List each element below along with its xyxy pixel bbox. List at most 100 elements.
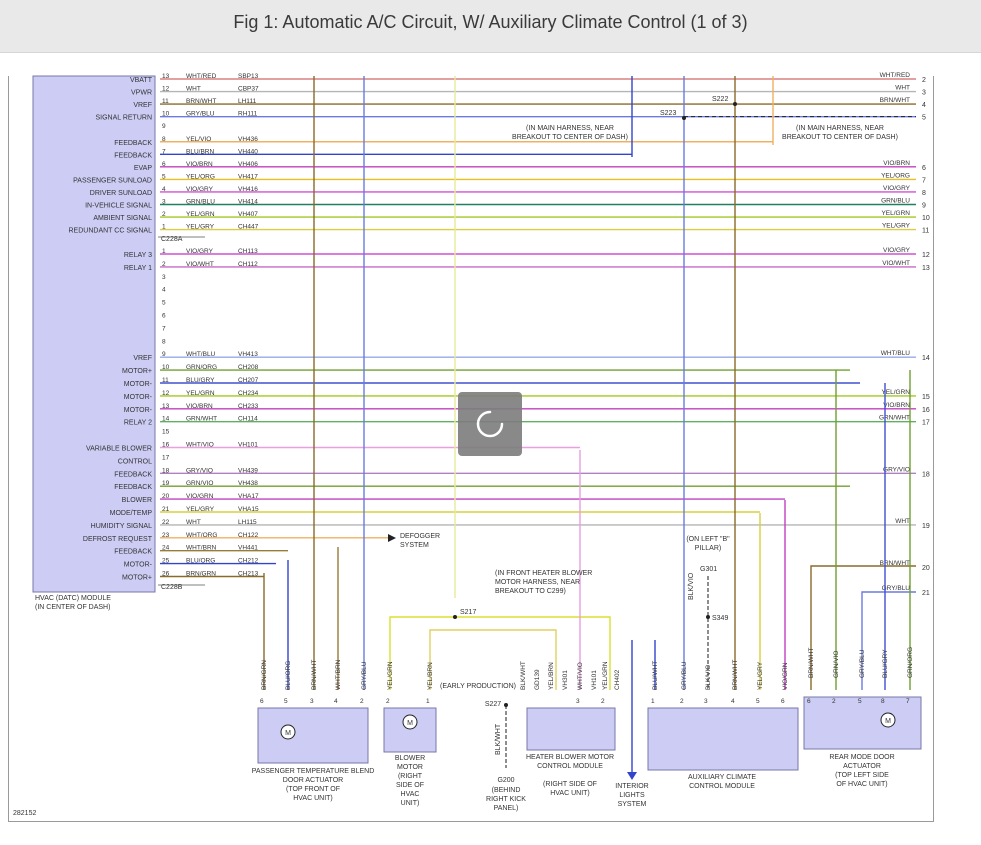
- pin-number: 11: [162, 98, 169, 105]
- right-connector-number: 5: [922, 115, 926, 122]
- circuit-label: VH101: [238, 442, 258, 449]
- pin-label: HUMIDITY SIGNAL: [91, 523, 152, 530]
- hbm-wire-color: VH101: [591, 670, 598, 690]
- hbm-name: HEATER BLOWER MOTOR: [526, 754, 614, 761]
- right-wire-color: VIO/WHT: [882, 260, 910, 267]
- circuit-label: VHA17: [238, 493, 259, 500]
- hbm-wire-color: GD139: [534, 669, 541, 690]
- pin-number: 7: [162, 148, 166, 155]
- right-wire-color: WHT: [895, 85, 910, 92]
- wire-color-label: BLU/BRN: [186, 148, 214, 155]
- wire-color-label: YEL/GRY: [186, 224, 215, 231]
- right-connector-number: 13: [922, 265, 930, 272]
- right-connector-number: 4: [922, 102, 926, 109]
- splice-dot-s217: [453, 615, 457, 619]
- pin-label: VARIABLE BLOWER: [86, 446, 152, 453]
- spinner-icon: [476, 410, 504, 438]
- splice-note-s217: (IN FRONT HEATER BLOWER: [495, 570, 592, 577]
- rear-actuator-box: [803, 696, 922, 750]
- blower-motor-box: [383, 707, 437, 753]
- hbm-wire-color: WHT/VIO: [577, 662, 584, 690]
- wire-color-label: VIO/BRN: [186, 403, 213, 410]
- right-wire-color: BRN/WHT: [880, 97, 910, 104]
- defogger-arrow: [388, 534, 396, 542]
- rear-actuator-name: ACTUATOR: [843, 763, 881, 770]
- wire-color-label: YEL/VIO: [186, 136, 211, 143]
- wire-yel-grn-blower: [389, 616, 611, 690]
- pin-number: 23: [162, 532, 170, 539]
- wire-color-label: GRN/WHT: [186, 416, 217, 423]
- ground-note-g200: PANEL): [494, 805, 519, 812]
- blower-name: MOTOR: [397, 764, 423, 771]
- arrow-interior-lights: [627, 772, 637, 780]
- hvac-module-name: HVAC (DATC) MODULE: [35, 595, 111, 602]
- blower-motor-icon: [402, 714, 418, 730]
- hbm-wire-pin: 3: [576, 698, 580, 705]
- wire-color-label: GRY/BLU: [186, 111, 215, 118]
- circuit-label: CH122: [238, 532, 259, 539]
- pin-number: 25: [162, 558, 170, 565]
- ptbd-wire-pin: 3: [310, 698, 314, 705]
- pin-label: MOTOR-: [124, 407, 153, 414]
- pin-number: 5: [162, 173, 166, 180]
- circuit-label: RH111: [238, 111, 258, 118]
- wire-color-label: VIO/GRN: [186, 493, 214, 500]
- loading-spinner-button[interactable]: [458, 392, 522, 456]
- splice-dot-s222: [733, 102, 737, 106]
- pin-number: 7: [162, 325, 166, 332]
- rear-wire-pin: 2: [832, 698, 836, 705]
- pin-number: 18: [162, 467, 170, 474]
- splice-dot-s227: [504, 703, 508, 707]
- aux-wire-pin: 2: [680, 698, 684, 705]
- circuit-label: VH438: [238, 480, 258, 487]
- pin-number: 1: [162, 248, 166, 255]
- rear-wire-color: BRN/WHT: [808, 648, 815, 678]
- wire-color-label: GRN/VIO: [186, 480, 213, 487]
- pin-label: FEEDBACK: [114, 152, 152, 159]
- wire-color-label: VIO/GRY: [186, 248, 214, 255]
- circuit-label: VH440: [238, 148, 258, 155]
- wire-color-label: GRN/ORG: [186, 364, 217, 371]
- blower-location: (RIGHT: [398, 773, 423, 780]
- pin-label: FEEDBACK: [114, 140, 152, 147]
- splice-note-s223: (IN MAIN HARNESS, NEAR: [526, 125, 614, 132]
- right-wire-color: GRY/VIO: [883, 466, 910, 473]
- pin-number: 2: [162, 261, 166, 268]
- interior-lights-name: SYSTEM: [618, 801, 647, 808]
- pin-number: 10: [162, 364, 170, 371]
- pin-label: RELAY 2: [124, 420, 152, 427]
- aux-wire-pin: 3: [704, 698, 708, 705]
- ground-note-g301: (ON LEFT "B": [686, 536, 730, 543]
- aux-wire-pin: 1: [651, 698, 655, 705]
- wire-color-label: BRN/GRN: [186, 571, 216, 578]
- pin-label: VPWR: [131, 90, 152, 97]
- pin-label: RELAY 3: [124, 252, 152, 259]
- pin-label: MOTOR-: [124, 394, 153, 401]
- wire-color-label: VIO/GRY: [186, 186, 214, 193]
- figure-id: 282152: [13, 810, 36, 817]
- pin-number: 8: [162, 136, 166, 143]
- wire-color-label: WHT/RED: [186, 73, 217, 80]
- wire-color-label: YEL/GRY: [186, 506, 215, 513]
- wire-color-label: GRY/VIO: [186, 467, 213, 474]
- right-wire-color: WHT/RED: [880, 72, 911, 79]
- ptbd-wire-pin: 5: [284, 698, 288, 705]
- wire-color-label: YEL/GRN: [186, 211, 215, 218]
- ptbd-motor-icon-letter: M: [285, 730, 291, 737]
- circuit-label: CH233: [238, 403, 259, 410]
- right-connector-number: 2: [922, 77, 926, 84]
- page-title: Fig 1: Automatic A/C Circuit, W/ Auxilia…: [233, 12, 748, 32]
- wire-color-label: BRN/WHT: [186, 98, 216, 105]
- circuit-label: CH447: [238, 224, 259, 231]
- right-connector-number: 3: [922, 90, 926, 97]
- pin-label: DEFROST REQUEST: [83, 536, 153, 543]
- right-wire-color: VIO/BRN: [883, 160, 910, 167]
- pin-label: MOTOR+: [122, 368, 152, 375]
- circuit-label: SBP13: [238, 73, 259, 80]
- pin-label: REDUNDANT CC SIGNAL: [69, 228, 153, 235]
- splice-note-s227: (EARLY PRODUCTION): [440, 683, 516, 690]
- pin-number: 13: [162, 73, 170, 80]
- wire-color-label: WHT: [186, 86, 201, 93]
- title-bar: Fig 1: Automatic A/C Circuit, W/ Auxilia…: [0, 0, 981, 53]
- pin-number: 9: [162, 351, 166, 358]
